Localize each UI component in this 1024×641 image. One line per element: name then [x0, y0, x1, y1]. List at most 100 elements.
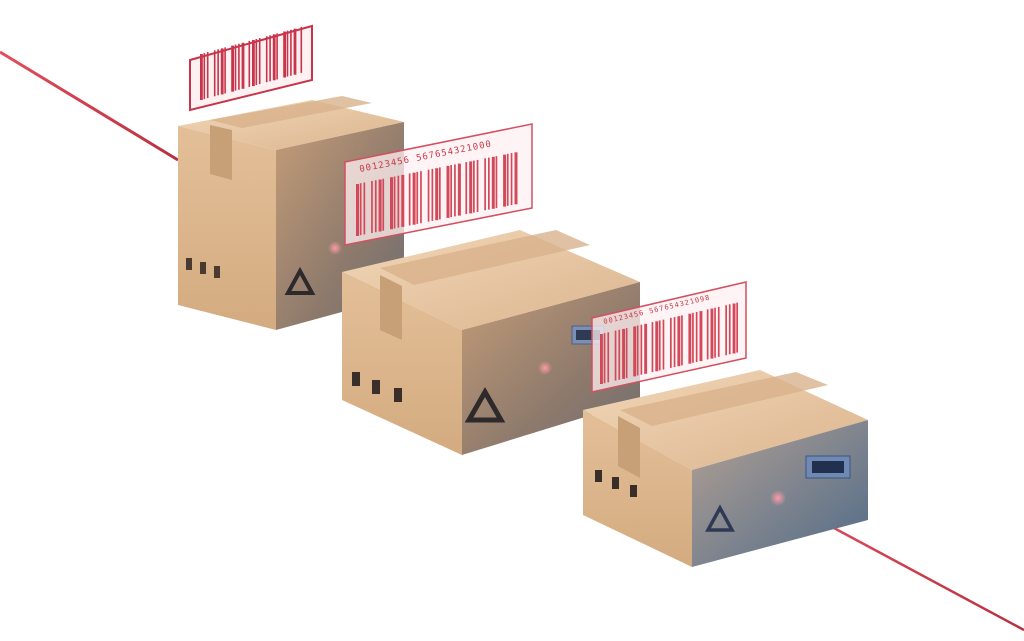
barcode-bar [503, 154, 507, 207]
barcode-bar [714, 307, 716, 358]
barcode-bar [465, 162, 468, 215]
barcode-bar [706, 309, 709, 360]
barcode-bar [510, 153, 513, 206]
barcode-bar [356, 184, 359, 236]
barcode-sticker-icon [805, 455, 851, 479]
barcode-bar [673, 317, 676, 368]
barcode-bar [454, 164, 456, 217]
handling-symbols-icon [352, 372, 402, 402]
barcode-bar [300, 26, 303, 73]
barcode-bar [382, 178, 385, 231]
barcode-bar [206, 52, 209, 99]
barcode-bar [393, 176, 396, 229]
barcode-bar [633, 326, 637, 377]
barcode-bar [469, 161, 473, 214]
barcode-bar [283, 31, 286, 78]
barcode-bar [495, 156, 498, 209]
barcode-bar [412, 172, 416, 225]
barcode-bar [290, 29, 292, 76]
barcode-bar [728, 304, 731, 355]
barcode-bar [491, 156, 495, 209]
barcode-bar [699, 311, 703, 362]
hologram-barcode-small [189, 24, 313, 112]
barcode-bar [269, 35, 271, 82]
barcode-bar [238, 43, 240, 90]
barcode-bar [248, 40, 251, 87]
barcode-bar [220, 48, 224, 95]
barcode-bar [695, 312, 698, 362]
barcode-bar [427, 169, 430, 222]
barcode-bar [614, 330, 617, 381]
barcode-bar [416, 171, 419, 224]
barcode-bar [736, 302, 738, 353]
barcode-bar [258, 38, 261, 85]
barcode-bar [234, 44, 237, 91]
barcode-bar [484, 158, 486, 211]
barcode-bar [636, 325, 639, 376]
barcode-bar [431, 168, 434, 221]
handling-symbols-icon [186, 258, 220, 278]
barcode-bar [435, 168, 439, 221]
barcode-bar [710, 308, 714, 359]
barcode-bar [603, 333, 606, 384]
barcode-bar [401, 174, 405, 227]
recycle-icon [705, 504, 735, 532]
barcode-bar [397, 175, 400, 228]
barcode-bar [265, 36, 268, 83]
barcode-bar [420, 171, 422, 224]
barcode-bar [618, 329, 621, 380]
barcode-bar [600, 334, 603, 384]
barcode-bar [450, 165, 452, 218]
hologram-barcode-1: 00123456 567654321000 [344, 123, 533, 246]
barcode-bar [651, 322, 654, 373]
barcode-bar [213, 50, 216, 97]
barcode-bar [446, 165, 450, 218]
barcode-bar [371, 181, 373, 233]
barcode-bar [408, 173, 411, 226]
barcode-bar [200, 54, 203, 100]
barcode-bar [681, 315, 683, 366]
recycle-icon [464, 386, 506, 423]
scan-point [538, 361, 552, 375]
scan-point [328, 241, 342, 255]
barcode-bar [514, 152, 518, 205]
barcode-bar [231, 45, 234, 92]
barcode-bar [622, 328, 625, 379]
barcode-bar [363, 182, 366, 235]
scan-point [770, 490, 786, 506]
barcode-bar [457, 163, 461, 216]
barcode-bar [655, 321, 659, 372]
barcode-bar [286, 30, 289, 77]
barcode-bar [293, 28, 297, 75]
laser-beam-in [0, 50, 179, 162]
barcode-bar [717, 306, 720, 357]
barcode-bar [725, 305, 727, 356]
barcode-bar [625, 328, 628, 379]
barcode-bar [488, 157, 490, 210]
barcode-bar [644, 323, 648, 374]
barcode-bar [473, 160, 475, 213]
barcode-bar [224, 47, 226, 94]
barcode-bar [439, 167, 441, 220]
barcode-bar [688, 313, 692, 364]
barcode-bar [378, 179, 382, 232]
barcode-bar [390, 177, 393, 230]
barcode-bar [506, 153, 509, 206]
barcode-bar [640, 324, 643, 375]
barcode-bar [359, 183, 362, 236]
barcode-bar [241, 42, 245, 89]
barcode-bar [732, 303, 736, 354]
barcode-bar [658, 320, 661, 371]
barcode-bar [255, 39, 258, 85]
barcode-bar [692, 312, 694, 363]
barcode-bar [662, 319, 665, 370]
barcode-bar [374, 180, 377, 233]
recycle-icon [284, 266, 316, 295]
barcode-bar [677, 316, 681, 367]
barcode-bar [217, 49, 219, 96]
barcode-bar [203, 53, 206, 100]
barcode-bar [252, 40, 255, 86]
barcode-bar [607, 332, 610, 383]
